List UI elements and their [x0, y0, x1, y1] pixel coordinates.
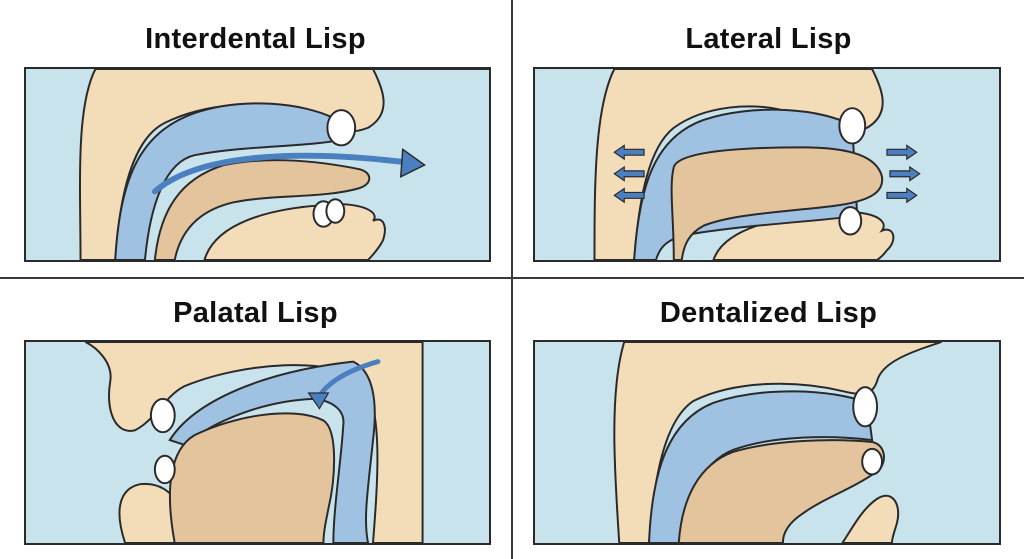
panel-lateral-lisp: Lateral Lisp [513, 0, 1024, 277]
mouth-diagram [24, 67, 491, 262]
panel-title: Interdental Lisp [145, 23, 366, 55]
mouth-diagram [533, 67, 1001, 262]
vertical-divider [511, 0, 513, 559]
panel-interdental-lisp: Interdental Lisp [0, 0, 511, 277]
panel-dentalized-lisp: Dentalized Lisp [513, 279, 1024, 559]
panel-title: Lateral Lisp [685, 23, 852, 55]
panel-palatal-lisp: Palatal Lisp [0, 279, 511, 559]
panel-title: Palatal Lisp [173, 297, 338, 329]
mouth-diagram [533, 340, 1001, 545]
mouth-diagram [24, 340, 491, 545]
panel-title: Dentalized Lisp [659, 297, 878, 329]
horizontal-divider [0, 277, 1024, 279]
